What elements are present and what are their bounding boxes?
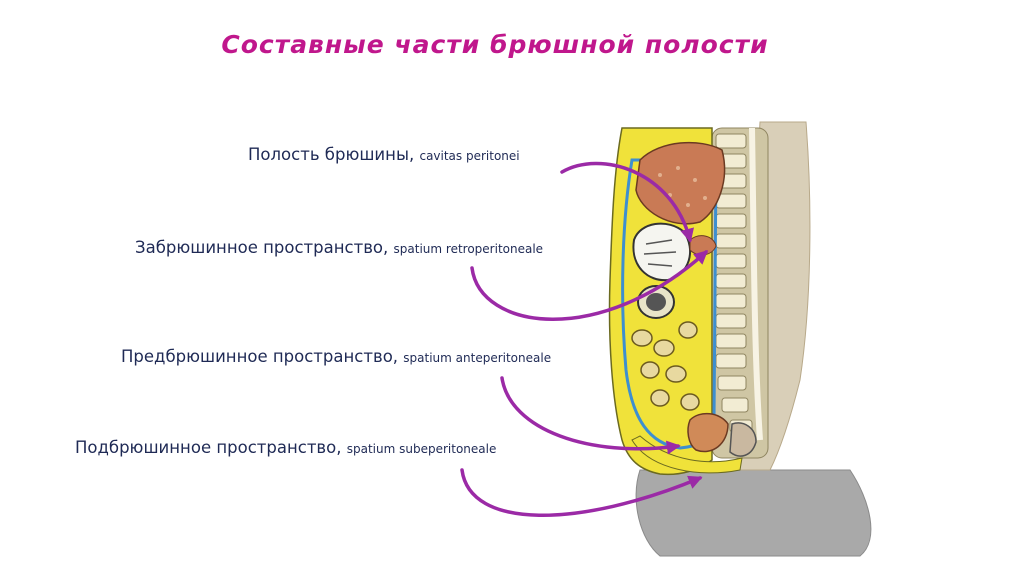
label-latin: spatium subeperitoneale xyxy=(346,442,497,456)
pancreas xyxy=(689,235,717,256)
arrow-anteperitoneal-space xyxy=(500,376,681,455)
liver xyxy=(635,141,726,225)
arrow-retroperitoneal-space xyxy=(470,250,709,321)
rectum xyxy=(729,422,757,457)
spinal-cord xyxy=(749,127,763,441)
pelvic-organ xyxy=(687,412,729,453)
pelvic-fat xyxy=(631,435,743,474)
label-ru: Предбрюшинное пространство, xyxy=(121,347,399,366)
label-latin: spatium retroperitoneale xyxy=(393,242,544,256)
intestine-loops xyxy=(631,321,700,411)
skin-outline xyxy=(635,469,872,557)
pointer-arrows xyxy=(460,161,709,517)
label-peritoneal-cavity: Полость брюшины, cavitas peritonei xyxy=(248,145,520,164)
label-ru: Полость брюшины, xyxy=(248,145,415,164)
label-ru: Забрюшинное пространство, xyxy=(135,238,389,257)
label-latin: spatium anteperitoneale xyxy=(403,351,552,365)
label-ru: Подбрюшинное пространство, xyxy=(75,438,342,457)
slide-title: Составные части брюшной полости xyxy=(221,30,769,59)
stomach xyxy=(632,222,692,282)
label-latin: cavitas peritonei xyxy=(419,149,520,163)
arrow-subperitoneal-space xyxy=(460,468,703,517)
colon-lumen xyxy=(646,293,666,311)
liver-texture xyxy=(658,166,707,207)
label-subperitoneal-space: Подбрюшинное пространство, spatium subep… xyxy=(75,438,496,457)
stomach-folds xyxy=(643,239,677,267)
arrow-peritoneal-cavity xyxy=(560,161,694,243)
label-retroperitoneal-space: Забрюшинное пространство, spatium retrop… xyxy=(135,238,543,257)
body-section-illustration xyxy=(608,121,872,557)
label-anteperitoneal-space: Предбрюшинное пространство, spatium ante… xyxy=(121,347,551,366)
